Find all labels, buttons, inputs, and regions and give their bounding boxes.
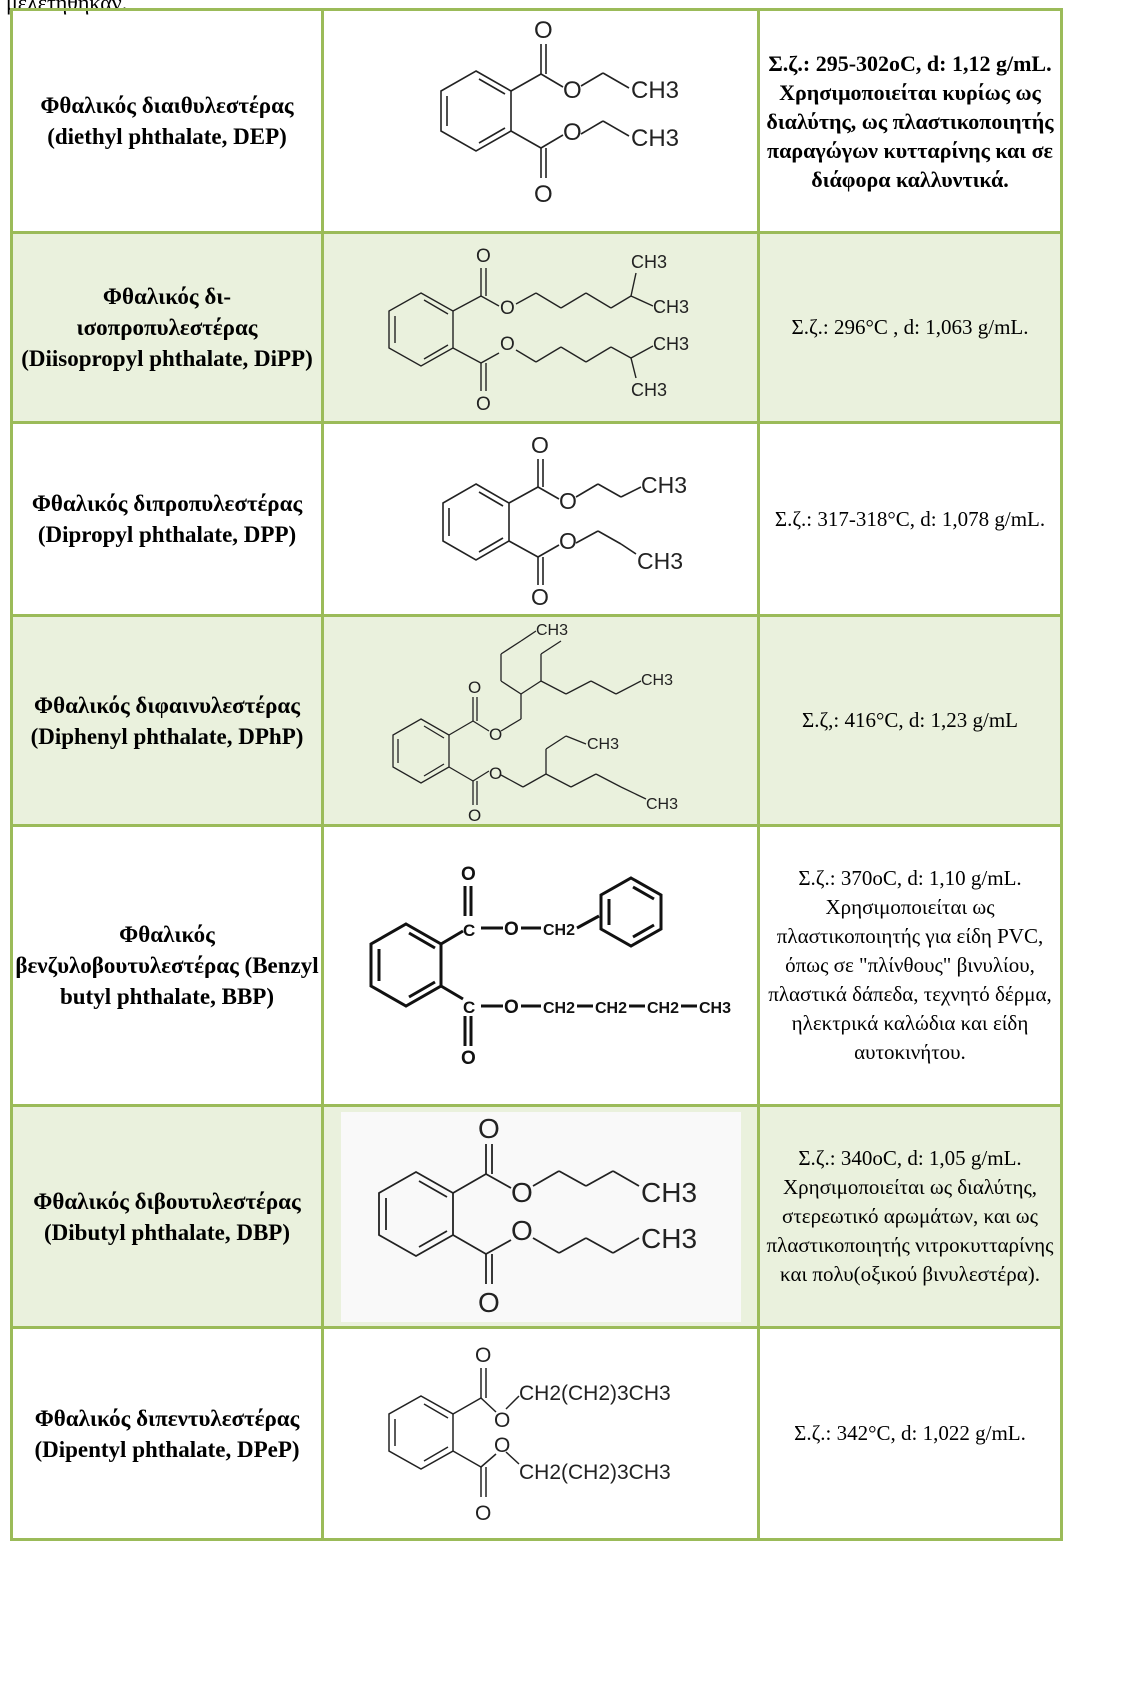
- atom-label: CH2(CH2)3CH3: [519, 1382, 671, 1405]
- atom-label: O: [511, 1177, 533, 1208]
- atom-label: CH3: [653, 297, 689, 317]
- atom-label: O: [475, 1502, 491, 1525]
- atom-label: O: [511, 1215, 533, 1246]
- atom-label: CH3: [536, 622, 568, 639]
- atom-label: O: [500, 298, 515, 319]
- phthalates-table: Φθαλικός διαιθυλεστέρας (diethyl phthala…: [10, 8, 1063, 1541]
- structure-diagram: O O CH3 O CH3 O: [439, 17, 679, 208]
- atom-label: CH2(CH2)3CH3: [519, 1461, 671, 1484]
- table-row: Φθαλικός διφαινυλεστέρας (Diphenyl phtha…: [10, 614, 1063, 827]
- structure-cell: O O CH3 O CH3 O: [321, 8, 760, 234]
- atom-label: CH3: [637, 548, 683, 574]
- atom-label: C: [463, 921, 475, 940]
- properties-text: Σ.ζ.: 370oC, d: 1,10 g/mL. Χρησιμοποιείτ…: [757, 824, 1063, 1107]
- properties-text: Σ.ζ.: 342°C, d: 1,022 g/mL.: [757, 1326, 1063, 1541]
- atom-label: O: [500, 334, 515, 355]
- compound-name: Φθαλικός διαιθυλεστέρας (diethyl phthala…: [10, 8, 324, 234]
- structure-diagram: O O CH3 O CH3 O: [441, 432, 687, 609]
- atom-label: O: [534, 181, 553, 208]
- atom-label: O: [461, 1048, 476, 1069]
- structure-cell: O O CH2(CH2)3CH3 O CH2(CH2)3CH3 O: [321, 1326, 760, 1541]
- structure-diagram: O O CH3 CH3 O CH3 CH3 O: [387, 246, 689, 415]
- compound-name: Φθαλικός δι-ισοπροπυλεστέρας (Diisopropy…: [10, 231, 324, 424]
- atom-label: O: [494, 1409, 510, 1432]
- atom-label: O: [534, 17, 553, 44]
- table-row: Φθαλικός δι-ισοπροπυλεστέρας (Diisopropy…: [10, 231, 1063, 424]
- atom-label: O: [559, 488, 577, 514]
- structure-diagram: O O CH3 O CH3 O: [340, 1111, 741, 1322]
- properties-text: Σ.ζ.: 317-318°C, d: 1,078 g/mL.: [757, 421, 1063, 617]
- properties-text: Σ.ζ,: 416°C, d: 1,23 g/mL: [757, 614, 1063, 827]
- structure-cell: O O CH3 O CH3 O: [321, 1104, 760, 1329]
- atom-label: O: [504, 919, 519, 940]
- atom-label: O: [489, 764, 502, 783]
- atom-label: CH3: [646, 796, 678, 813]
- atom-label: O: [461, 864, 476, 885]
- table-row: Φθαλικός διβουτυλεστέρας (Dibutyl phthal…: [10, 1104, 1063, 1329]
- atom-label: CH2: [595, 1000, 627, 1017]
- structure-cell: CH3 CH3 O O CH3 O CH3 O: [321, 614, 760, 827]
- atom-label: O: [478, 1287, 500, 1318]
- atom-label: CH3: [631, 77, 679, 104]
- properties-text: Σ.ζ.: 296°C , d: 1,063 g/mL.: [757, 231, 1063, 424]
- atom-label: O: [531, 584, 549, 609]
- table-row: Φθαλικός βενζυλοβουτυλεστέρας (Benzyl bu…: [10, 824, 1063, 1107]
- atom-label: O: [489, 725, 502, 744]
- atom-label: O: [504, 997, 519, 1018]
- structure-diagram: O C O CH2 C O CH2 CH2 CH2 CH3 O: [369, 864, 731, 1069]
- atom-label: CH3: [699, 1000, 731, 1017]
- atom-label: CH3: [631, 380, 667, 400]
- atom-label: O: [563, 77, 582, 104]
- atom-label: CH2: [543, 1000, 575, 1017]
- structure-cell: O O CH3 CH3 O CH3 CH3 O: [321, 231, 760, 424]
- atom-label: O: [563, 119, 582, 146]
- table-row: Φθαλικός διαιθυλεστέρας (diethyl phthala…: [10, 8, 1063, 234]
- compound-name: Φθαλικός διπεντυλεστέρας (Dipentyl phtha…: [10, 1326, 324, 1541]
- atom-label: O: [478, 1113, 500, 1144]
- atom-label: O: [531, 432, 549, 458]
- properties-text: Σ.ζ.: 295-302oC, d: 1,12 g/mL. Χρησιμοπο…: [757, 8, 1063, 234]
- atom-label: CH3: [641, 672, 673, 689]
- atom-label: O: [494, 1434, 510, 1457]
- atom-label: CH3: [641, 1177, 697, 1208]
- atom-label: O: [468, 678, 481, 697]
- table-row: Φθαλικός διπεντυλεστέρας (Dipentyl phtha…: [10, 1326, 1063, 1541]
- atom-label: CH3: [631, 252, 667, 272]
- atom-label: CH3: [631, 125, 679, 152]
- atom-label: CH3: [587, 736, 619, 753]
- atom-label: CH3: [653, 334, 689, 354]
- atom-label: CH3: [641, 1223, 697, 1254]
- structure-cell: O O CH3 O CH3 O: [321, 421, 760, 617]
- atom-label: CH2: [647, 1000, 679, 1017]
- compound-name: Φθαλικός διφαινυλεστέρας (Diphenyl phtha…: [10, 614, 324, 827]
- compound-name: Φθαλικός διπροπυλεστέρας (Dipropyl phtha…: [10, 421, 324, 617]
- atom-label: CH3: [641, 472, 687, 498]
- atom-label: O: [468, 806, 481, 823]
- atom-label: CH2: [543, 922, 575, 939]
- structure-cell: O C O CH2 C O CH2 CH2 CH2 CH3 O: [321, 824, 760, 1107]
- properties-text: Σ.ζ.: 340oC, d: 1,05 g/mL. Χρησιμοποιείτ…: [757, 1104, 1063, 1329]
- atom-label: O: [559, 528, 577, 554]
- compound-name: Φθαλικός διβουτυλεστέρας (Dibutyl phthal…: [10, 1104, 324, 1329]
- atom-label: C: [463, 998, 475, 1017]
- atom-label: O: [475, 1344, 491, 1367]
- compound-name: Φθαλικός βενζυλοβουτυλεστέρας (Benzyl bu…: [10, 824, 324, 1107]
- atom-label: O: [476, 394, 491, 415]
- atom-label: O: [476, 246, 491, 267]
- table-row: Φθαλικός διπροπυλεστέρας (Dipropyl phtha…: [10, 421, 1063, 617]
- structure-diagram: O O CH2(CH2)3CH3 O CH2(CH2)3CH3 O: [387, 1344, 671, 1525]
- structure-diagram: CH3 CH3 O O CH3 O CH3 O: [391, 622, 678, 823]
